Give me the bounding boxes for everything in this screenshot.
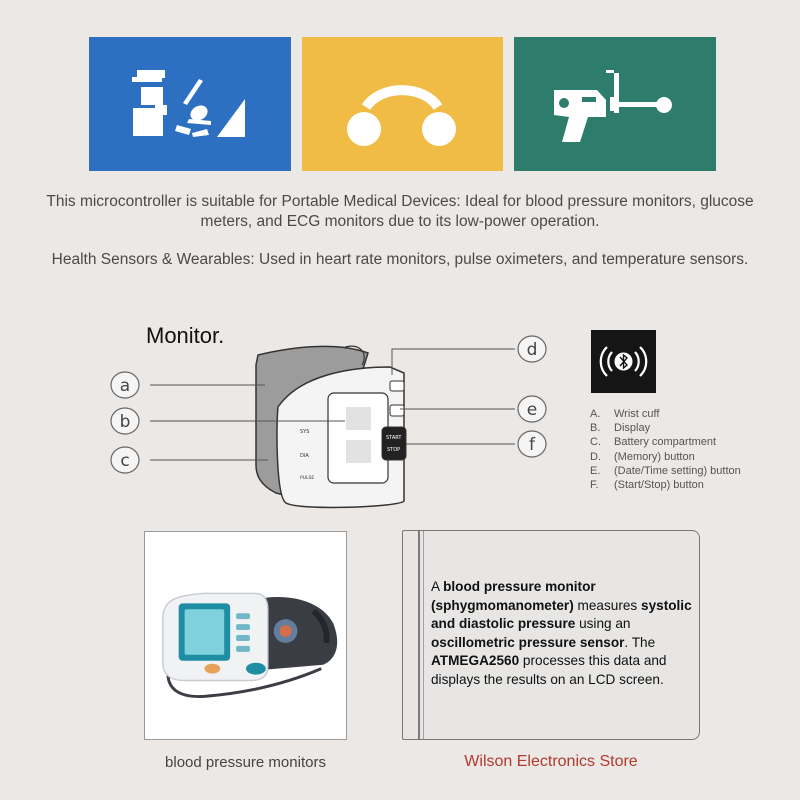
callout-b-label: b <box>120 412 131 432</box>
card-margin-line-thin <box>423 531 424 739</box>
callout-a-label: a <box>120 376 130 396</box>
bp-monitor-image <box>162 592 338 698</box>
description-card: A blood pressure monitor (sphygmomanomet… <box>402 530 700 740</box>
description-text: A blood pressure monitor (sphygmomanomet… <box>431 579 692 687</box>
legend-item: F.(Start/Stop) button <box>590 479 704 492</box>
callout-c <box>110 446 140 474</box>
store-name: Wilson Electronics Store <box>464 753 638 770</box>
callout-c-label: c <box>120 451 129 471</box>
bp-monitor-illustration <box>144 531 347 740</box>
date-time-button <box>389 404 405 417</box>
tool-tile <box>514 37 716 171</box>
callout-d-label: d <box>527 340 538 360</box>
legend-item: B.Display <box>590 422 651 435</box>
sys-label: SYS <box>300 429 309 435</box>
callout-f <box>517 430 547 458</box>
dia-label: DIA <box>300 453 309 459</box>
intro-paragraph-devices: This microcontroller is suitable for Por… <box>46 193 754 230</box>
start-stop-button <box>381 426 407 461</box>
parts-legend: A.Wrist cuff B.Display C.Battery compart… <box>590 407 790 492</box>
callout-d <box>517 335 547 363</box>
bluetooth-badge <box>591 330 656 393</box>
pulse-label: PULSE <box>300 475 314 481</box>
legend-item: E.(Date/Time setting) button <box>590 464 741 477</box>
callout-f-label: f <box>529 435 536 455</box>
legend-item: D.(Memory) button <box>590 450 695 463</box>
memory-button <box>389 380 405 392</box>
display-screen <box>327 392 389 484</box>
face-icon <box>347 85 456 146</box>
card-margin-line <box>418 531 420 739</box>
callout-a <box>110 371 140 399</box>
dentist-tile <box>89 37 291 171</box>
svg-text:START: START <box>386 435 402 441</box>
face-tile <box>302 37 503 171</box>
bluetooth-icon <box>599 346 648 377</box>
callout-b <box>110 407 140 435</box>
legend-item: C.Battery compartment <box>590 436 717 449</box>
wrist-monitor-diagram: SYS DIA PULSE START STOP a b c d e f <box>110 335 547 509</box>
callout-e-label: e <box>527 400 537 420</box>
intro-paragraph-sensors: Health Sensors & Wearables: Used in hear… <box>51 251 749 268</box>
photo-caption: blood pressure monitors <box>165 754 326 771</box>
legend-item: A.Wrist cuff <box>590 408 660 420</box>
monitor-title: Monitor. <box>146 323 225 348</box>
gun-plunger-icon <box>554 70 672 142</box>
dentist-patient-icon <box>132 70 245 137</box>
callout-e <box>517 395 547 423</box>
svg-text:STOP: STOP <box>387 447 400 453</box>
